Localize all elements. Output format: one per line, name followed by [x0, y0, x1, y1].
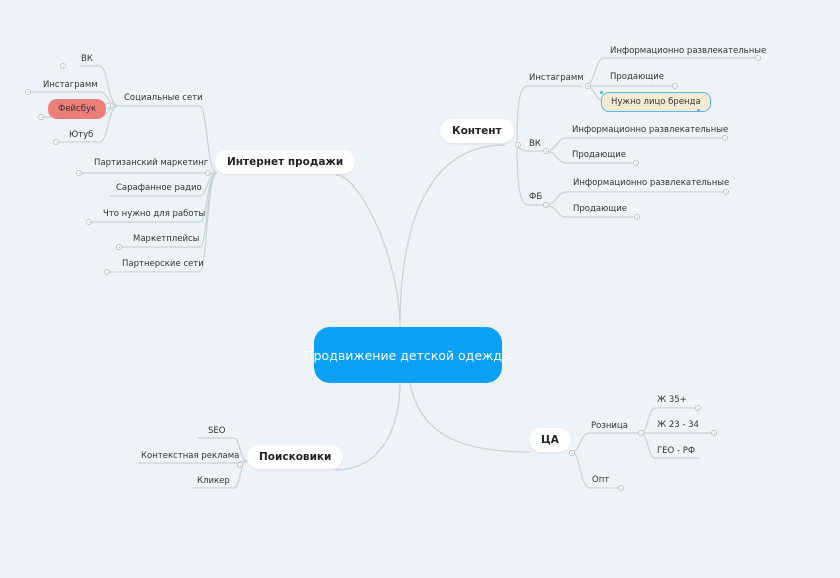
expand-dot-internet[interactable]: [205, 170, 211, 176]
topic-partisan-marketing[interactable]: Партизанский маркетинг: [94, 158, 209, 168]
branch-internet-sales[interactable]: Интернет продажи: [215, 150, 356, 174]
topic-content-instagram-info[interactable]: Информационно развлекательные: [610, 46, 767, 56]
topic-women-23-34[interactable]: Ж 23 - 34: [657, 420, 699, 430]
branch-target-audience-label: ЦА: [541, 434, 559, 446]
topic-brand-face-label: Нужно лицо бренда: [611, 97, 701, 107]
topic-content-vk-selling[interactable]: Продающие: [572, 150, 626, 160]
topic-instagram[interactable]: Инстаграмм: [43, 80, 98, 90]
topic-seo[interactable]: SEO: [208, 426, 226, 436]
expand-dot-vk-info[interactable]: [722, 135, 728, 141]
branch-content[interactable]: Контент: [440, 119, 514, 143]
topic-context-ads[interactable]: Контекстная реклама: [141, 451, 240, 461]
expand-dot-social[interactable]: [105, 103, 111, 109]
topic-social-networks[interactable]: Социальные сети: [124, 93, 203, 103]
expand-dot-retail[interactable]: [638, 430, 644, 436]
selection-handle[interactable]: [697, 109, 700, 112]
branch-content-label: Контент: [452, 125, 502, 137]
topic-vk[interactable]: ВК: [81, 54, 93, 64]
topic-partner-networks[interactable]: Партнерские сети: [122, 259, 204, 269]
topic-word-of-mouth[interactable]: Сарафанное радио: [116, 183, 202, 193]
topic-women-35[interactable]: Ж 35+: [657, 395, 687, 405]
topic-wholesale[interactable]: Опт: [592, 475, 610, 485]
expand-dot-instagram-selling[interactable]: [672, 83, 678, 89]
expand-dot-content-fb[interactable]: [543, 202, 549, 208]
topic-content-vk[interactable]: ВК: [529, 139, 541, 149]
branch-search-engines-label: Поисковики: [259, 451, 332, 463]
expand-dot-youtube[interactable]: [53, 139, 59, 145]
topic-facebook[interactable]: Фейсбук: [48, 99, 107, 119]
branch-search-engines[interactable]: Поисковики: [247, 445, 344, 469]
topic-content-fb[interactable]: ФБ: [529, 192, 543, 202]
topic-content-fb-selling[interactable]: Продающие: [573, 204, 627, 214]
selection-handle[interactable]: [600, 91, 603, 94]
expand-dot-search[interactable]: [237, 462, 243, 468]
topic-geo-rf[interactable]: ГЕО - РФ: [657, 446, 696, 456]
central-topic[interactable]: Продвижение детской одежды: [304, 327, 512, 383]
topic-facebook-label: Фейсбук: [58, 104, 97, 114]
topic-retail[interactable]: Розница: [591, 421, 628, 431]
expand-dot-ca[interactable]: [569, 450, 575, 456]
expand-dot-women-23[interactable]: [711, 430, 717, 436]
topic-youtube[interactable]: Ютуб: [69, 130, 94, 140]
expand-dot-fb-selling[interactable]: [634, 214, 640, 220]
topic-content-instagram-selling[interactable]: Продающие: [610, 72, 664, 82]
expand-dot-instagram[interactable]: [25, 89, 31, 95]
topic-needs-for-work[interactable]: Что нужно для работы: [103, 209, 206, 219]
branch-target-audience[interactable]: ЦА: [529, 428, 571, 452]
expand-dot-vk-selling[interactable]: [633, 160, 639, 166]
expand-dot-wholesale[interactable]: [618, 485, 624, 491]
expand-dot-needs[interactable]: [86, 219, 92, 225]
expand-dot-content[interactable]: [515, 142, 521, 148]
expand-dot-partisan[interactable]: [76, 170, 82, 176]
topic-content-instagram[interactable]: Инстаграмм: [529, 73, 584, 83]
expand-dot-fb-info[interactable]: [723, 189, 729, 195]
expand-dot-marketplaces[interactable]: [116, 244, 122, 250]
expand-dot-instagram-info[interactable]: [755, 55, 761, 61]
expand-dot-content-vk[interactable]: [543, 148, 549, 154]
topic-brand-face[interactable]: Нужно лицо бренда: [601, 92, 711, 112]
expand-dot-facebook[interactable]: [38, 114, 44, 120]
expand-dot-content-instagram[interactable]: [585, 83, 591, 89]
topic-marketplaces[interactable]: Маркетплейсы: [133, 234, 200, 244]
expand-dot-vk[interactable]: [60, 63, 66, 69]
expand-dot-women-35[interactable]: [695, 405, 701, 411]
expand-dot-partner[interactable]: [104, 269, 110, 275]
branch-internet-sales-label: Интернет продажи: [227, 156, 344, 168]
topic-content-vk-info[interactable]: Информационно развлекательные: [572, 125, 729, 135]
topic-content-fb-info[interactable]: Информационно развлекательные: [573, 178, 730, 188]
central-topic-label: Продвижение детской одежды: [304, 347, 512, 363]
topic-clicker[interactable]: Кликер: [197, 476, 230, 486]
